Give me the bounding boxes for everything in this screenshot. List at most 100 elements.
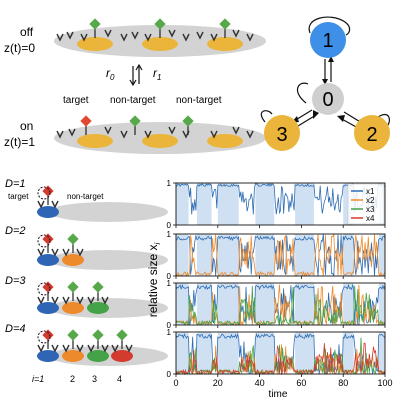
on-period-band xyxy=(196,332,212,374)
axes-frame xyxy=(175,331,386,375)
state-transition-graph: 1 0 3 2 xyxy=(260,16,390,151)
receptor-icon xyxy=(51,344,59,353)
on-period-band xyxy=(343,283,354,325)
x-tick-label: 100 xyxy=(377,378,392,388)
receptor-icon xyxy=(182,33,190,42)
legend-label-x3: x3 xyxy=(366,205,375,214)
state-node-3 xyxy=(264,115,300,151)
state-node-1-label: 1 xyxy=(322,30,333,52)
ligand-icon xyxy=(116,329,128,341)
on-state-label: z(t)=1 xyxy=(4,135,35,149)
y-tick-label: 1 xyxy=(167,230,172,239)
cell-3 xyxy=(87,302,109,314)
receptor-icon xyxy=(120,33,128,42)
index-label-3: 3 xyxy=(92,374,97,384)
receptor-icon xyxy=(111,344,119,353)
cell-2 xyxy=(62,302,84,314)
row-label-d2: D=2 xyxy=(5,225,26,237)
receptor-icon xyxy=(104,126,112,135)
receptor-icon xyxy=(76,296,84,305)
ligand-icon xyxy=(67,329,79,341)
receptor-icon xyxy=(144,33,152,42)
on-period-band xyxy=(176,332,189,374)
on-period-band xyxy=(255,283,275,325)
receptor-icon xyxy=(56,33,64,42)
receptor-icon xyxy=(51,200,59,209)
on-period-band xyxy=(255,234,275,276)
receptor-icon xyxy=(168,126,176,135)
on-period-band xyxy=(255,332,275,374)
receptor-icon xyxy=(80,33,88,42)
ligand-icon xyxy=(67,233,79,245)
y-tick-label: 0 xyxy=(167,272,172,281)
x-tick-label: 0 xyxy=(173,378,178,388)
receptor-icon xyxy=(37,200,45,209)
legend-label-x2: x2 xyxy=(366,196,375,205)
y-tick-label: 0 xyxy=(167,221,172,230)
receptor-icon xyxy=(51,248,59,257)
state-node-0 xyxy=(312,83,344,115)
switching-schematic: off z(t)=0 r0 r1 target non-target non-t… xyxy=(4,18,266,154)
cell-1 xyxy=(37,350,59,362)
diversity-schematics: D=1 D=2 D=3 D=4 target non-target i=1 2 … xyxy=(5,178,168,384)
cell-2 xyxy=(62,254,84,266)
state-node-1 xyxy=(310,22,346,58)
ligand-icon xyxy=(80,115,92,127)
receptor-icon xyxy=(168,29,176,38)
index-label-1: i=1 xyxy=(32,374,44,384)
on-period-band xyxy=(176,283,189,325)
receptor-icon xyxy=(232,29,240,38)
receptor-icon xyxy=(62,344,70,353)
rate-off-to-on: r0 xyxy=(106,66,115,82)
cycle-arrow-icon xyxy=(37,186,51,200)
x-tick-label: 60 xyxy=(296,378,306,388)
receptor-icon xyxy=(125,344,133,353)
y-tick-label: 0 xyxy=(167,321,172,330)
x-axis-label: time xyxy=(269,389,288,400)
legend-label-x1: x1 xyxy=(366,187,375,196)
on-period-band xyxy=(217,283,239,325)
x-tick-label: 20 xyxy=(213,378,223,388)
on-period-band xyxy=(378,283,385,325)
y-tick-label: 1 xyxy=(167,179,172,188)
on-period-band xyxy=(217,183,239,225)
receptor-icon xyxy=(210,33,218,42)
row-label-d4: D=4 xyxy=(5,323,26,335)
cycle-arrow-icon xyxy=(37,282,51,296)
state-node-2-label: 2 xyxy=(366,124,377,146)
series-line-x1 xyxy=(175,234,386,277)
legend-label-x4: x4 xyxy=(366,214,375,223)
ligand-icon xyxy=(42,233,54,245)
series-line-x3 xyxy=(175,285,386,326)
off-cell xyxy=(207,37,243,51)
receptor-icon xyxy=(56,130,64,139)
cell-1 xyxy=(37,254,59,266)
receptor-icon xyxy=(246,130,254,139)
non-target-label-2: non-target xyxy=(176,95,222,106)
receptor-icon xyxy=(37,248,45,257)
on-period-band xyxy=(295,183,314,225)
receptor-icon xyxy=(131,31,139,40)
on-period-band xyxy=(196,283,212,325)
axes-frame xyxy=(175,282,386,326)
cell-1 xyxy=(37,206,59,218)
receptor-icon xyxy=(210,130,218,139)
y-axis-label: relative size xi xyxy=(146,243,162,318)
on-period-band xyxy=(217,332,239,374)
x-tick-label: 80 xyxy=(338,378,348,388)
on-period-band xyxy=(295,234,314,276)
series-line-x2 xyxy=(175,233,386,278)
row-label-d3: D=3 xyxy=(5,275,26,287)
on-period-band xyxy=(196,234,212,276)
state-node-3-label: 3 xyxy=(276,124,287,146)
index-label-4: 4 xyxy=(117,374,122,384)
on-cell xyxy=(77,134,113,148)
row-environment-ellipse xyxy=(48,202,168,222)
receptor-icon xyxy=(76,344,84,353)
rate-on-to-off: r1 xyxy=(153,66,161,82)
receptor-icon xyxy=(101,296,109,305)
receptor-icon xyxy=(246,33,254,42)
